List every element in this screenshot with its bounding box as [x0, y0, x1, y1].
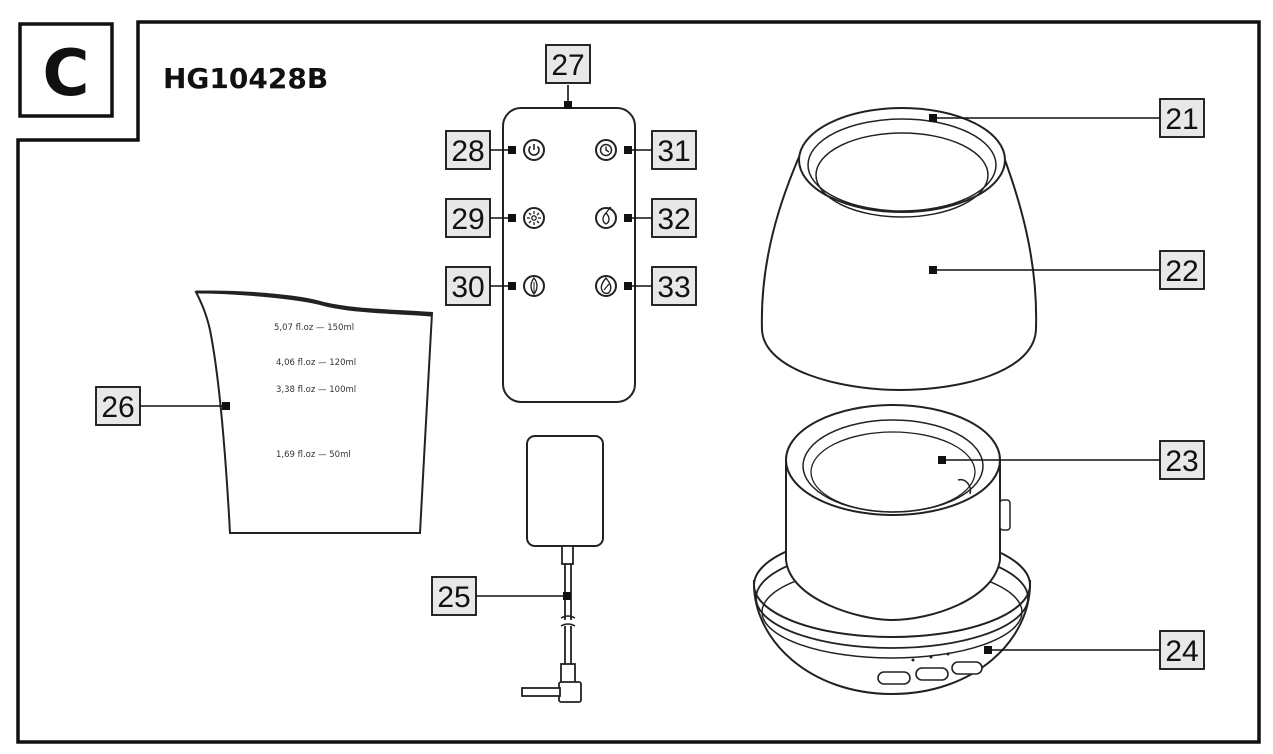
- remote-control: [502, 107, 636, 403]
- svg-text:29: 29: [451, 203, 484, 236]
- light-button: [523, 207, 545, 229]
- scale-mark-100: 3,38 fl.oz — 100ml: [276, 385, 356, 395]
- diffuser-cover: [760, 107, 1038, 392]
- outer-frame: [16, 20, 1261, 744]
- callout-25: 25: [431, 576, 477, 616]
- callout-23: 23: [1159, 440, 1205, 480]
- callout-27: 27: [545, 44, 591, 84]
- measuring-jug: [194, 290, 434, 534]
- model-number: HG10428B: [163, 62, 328, 95]
- svg-text:32: 32: [657, 203, 690, 236]
- svg-text:28: 28: [451, 135, 484, 168]
- aroma-button: [523, 275, 545, 297]
- callout-21: 21: [1159, 98, 1205, 138]
- svg-text:22: 22: [1165, 255, 1198, 288]
- callout-30: 30: [445, 266, 491, 306]
- svg-text:31: 31: [657, 135, 690, 168]
- svg-text:24: 24: [1165, 635, 1198, 668]
- callout-33: 33: [651, 266, 697, 306]
- callout-32: 32: [651, 198, 697, 238]
- svg-text:30: 30: [451, 271, 484, 304]
- svg-text:23: 23: [1165, 445, 1198, 478]
- svg-text:26: 26: [101, 391, 134, 424]
- scale-mark-150: 5,07 fl.oz — 150ml: [274, 323, 354, 333]
- power-icon: [528, 144, 540, 156]
- flame-button: [595, 275, 617, 297]
- svg-text:25: 25: [437, 581, 470, 614]
- scale-mark-120: 4,06 fl.oz — 120ml: [276, 358, 356, 368]
- timer-icon: [599, 143, 613, 157]
- leader-dots: [222, 101, 992, 654]
- light-icon: [527, 211, 541, 225]
- svg-text:21: 21: [1165, 103, 1198, 136]
- callout-26: 26: [95, 386, 141, 426]
- aroma-icon: [530, 276, 538, 296]
- callout-24: 24: [1159, 630, 1205, 670]
- power-adapter: [521, 435, 604, 703]
- timer-button: [595, 139, 617, 161]
- diffuser-base: [752, 404, 1032, 696]
- mist-button: [595, 206, 617, 229]
- section-letter: C: [43, 37, 90, 111]
- callout-28: 28: [445, 130, 491, 170]
- scale-mark-50: 1,69 fl.oz — 50ml: [276, 450, 351, 460]
- svg-text:33: 33: [657, 271, 690, 304]
- callout-31: 31: [651, 130, 697, 170]
- callout-22: 22: [1159, 250, 1205, 290]
- section-box: [18, 22, 114, 118]
- flame-icon: [600, 276, 612, 295]
- svg-text:27: 27: [551, 49, 584, 82]
- callout-29: 29: [445, 198, 491, 238]
- power-button: [523, 139, 545, 161]
- leader-lines: [140, 85, 1160, 651]
- mist-icon: [602, 206, 612, 225]
